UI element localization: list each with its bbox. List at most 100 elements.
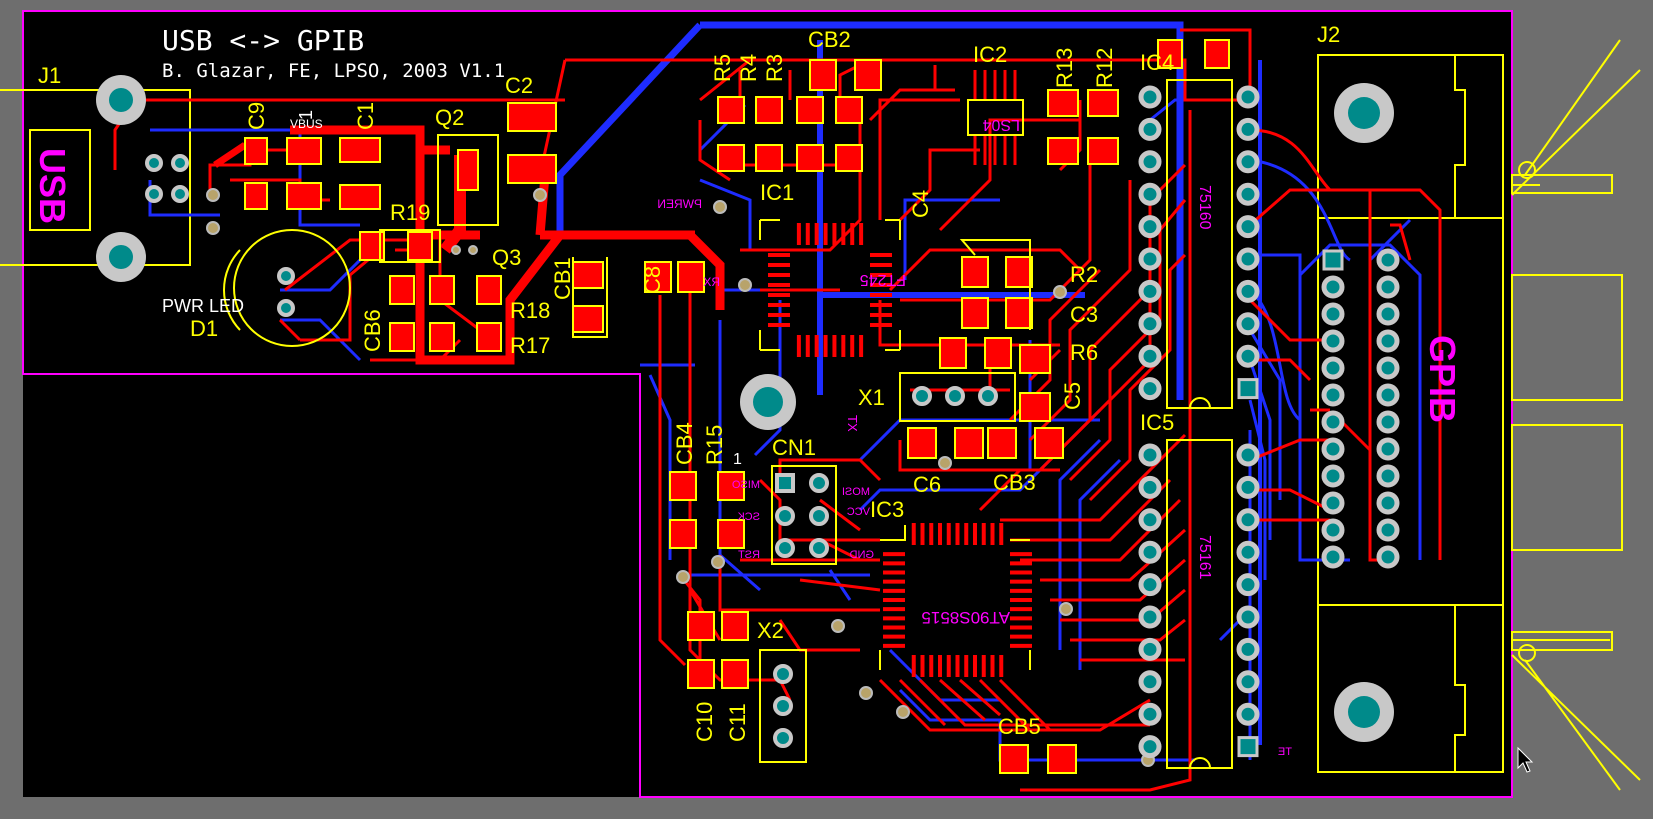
label-tx: TX [845, 415, 860, 432]
label-usb-mark: USB [32, 148, 73, 224]
label-cb6: CB6 [360, 309, 385, 352]
label-cb3: CB3 [993, 470, 1036, 495]
th-pad [1322, 249, 1344, 271]
label-j1: J1 [38, 63, 61, 88]
th-pad [1138, 279, 1162, 303]
dip-outlines [1166, 79, 1233, 769]
ic1-ft245 [768, 223, 892, 357]
th-pad [1236, 637, 1260, 661]
label-c1: C1 [353, 102, 378, 130]
th-pad [1138, 637, 1162, 661]
label-r12: R12 [1092, 48, 1117, 88]
label-c2: C2 [505, 73, 533, 98]
title-line1: USB <-> GPIB [162, 24, 364, 57]
through-hole-pads [1138, 85, 1400, 759]
label-r19: R19 [390, 200, 430, 225]
label-vbus: VBUS [290, 117, 323, 131]
label-pwr-led: PWR LED [162, 296, 244, 316]
th-pad [1321, 356, 1345, 380]
label-c9: C9 [244, 102, 269, 130]
label-ic5: IC5 [1140, 410, 1174, 435]
label-r6: R6 [1070, 340, 1098, 365]
th-pad [1236, 344, 1260, 368]
label-vcc: VCC [847, 506, 870, 518]
th-pad [1376, 248, 1400, 272]
title-line2: B. Glazar, FE, LPSO, 2003 V1.1 [162, 60, 505, 82]
label-x2: X2 [757, 618, 784, 643]
th-pad [1321, 383, 1345, 407]
mouse-cursor-icon [1517, 746, 1534, 773]
th-pad [1376, 410, 1400, 434]
th-pad [1236, 670, 1260, 694]
label-d1: D1 [190, 316, 218, 341]
label-r13: R13 [1052, 48, 1077, 88]
th-pad [1138, 702, 1162, 726]
label-75160: 75160 [1196, 185, 1213, 230]
th-pad [1236, 312, 1260, 336]
th-pad [1236, 540, 1260, 564]
label-r15: R15 [702, 425, 727, 465]
th-pad [1138, 117, 1162, 141]
label-ic1: IC1 [760, 180, 794, 205]
th-pad [1321, 410, 1345, 434]
j1-usb-body [0, 89, 191, 266]
th-pad [1321, 437, 1345, 461]
label-c3: C3 [1070, 302, 1098, 327]
th-pad [1138, 508, 1162, 532]
cn1-header [771, 465, 837, 565]
th-pad [1376, 437, 1400, 461]
th-pad [1236, 573, 1260, 597]
th-pad [1138, 443, 1162, 467]
th-pad [1236, 247, 1260, 271]
label-r4: R4 [736, 54, 761, 82]
th-pad [1376, 329, 1400, 353]
th-pad [1138, 85, 1162, 109]
th-pad [1236, 182, 1260, 206]
misc-silk [223, 219, 1031, 670]
label-gpib-mark: GPIB [1422, 335, 1463, 423]
th-pad [1376, 464, 1400, 488]
th-pad [1138, 573, 1162, 597]
ic2-ls04 [967, 70, 1024, 165]
small-th-pads [145, 154, 998, 748]
label-r5: R5 [710, 54, 735, 82]
th-pad [1321, 275, 1345, 299]
th-pad [1376, 275, 1400, 299]
label-r2: R2 [1070, 262, 1098, 287]
label-c5: C5 [1060, 382, 1085, 410]
th-pad [1236, 85, 1260, 109]
j2-gpib-body [1317, 39, 1641, 791]
label-75161: 75161 [1196, 535, 1213, 580]
vias [206, 188, 1155, 767]
th-pad [1236, 508, 1260, 532]
x1-crystal [899, 372, 1016, 422]
x2-header [759, 649, 807, 763]
label-rst: RST [738, 549, 760, 561]
th-pad [1138, 605, 1162, 629]
label-sck: SCK [737, 511, 760, 523]
th-pad [1138, 150, 1162, 174]
label-r3: R3 [762, 54, 787, 82]
label-l1: 1 [296, 110, 316, 120]
th-pad [1138, 247, 1162, 271]
th-pad [1236, 702, 1260, 726]
th-pad [1236, 215, 1260, 239]
th-pad [1376, 356, 1400, 380]
th-pad [1138, 670, 1162, 694]
label-ic3: IC3 [870, 497, 904, 522]
th-pad [1138, 540, 1162, 564]
th-pad [1376, 545, 1400, 569]
label-c6: C6 [913, 472, 941, 497]
label-mosi: MOSI [842, 486, 870, 498]
label-q2: Q2 [435, 105, 464, 130]
mounting-holes [96, 75, 1394, 742]
label-cb5: CB5 [998, 714, 1041, 739]
label-ic2: IC2 [973, 42, 1007, 67]
label-cb4: CB4 [672, 422, 697, 465]
label-ls04: LS04 [983, 116, 1020, 133]
label-c10: C10 [692, 702, 717, 742]
label-ic4: IC4 [1140, 50, 1174, 75]
label-x1: X1 [858, 385, 885, 410]
